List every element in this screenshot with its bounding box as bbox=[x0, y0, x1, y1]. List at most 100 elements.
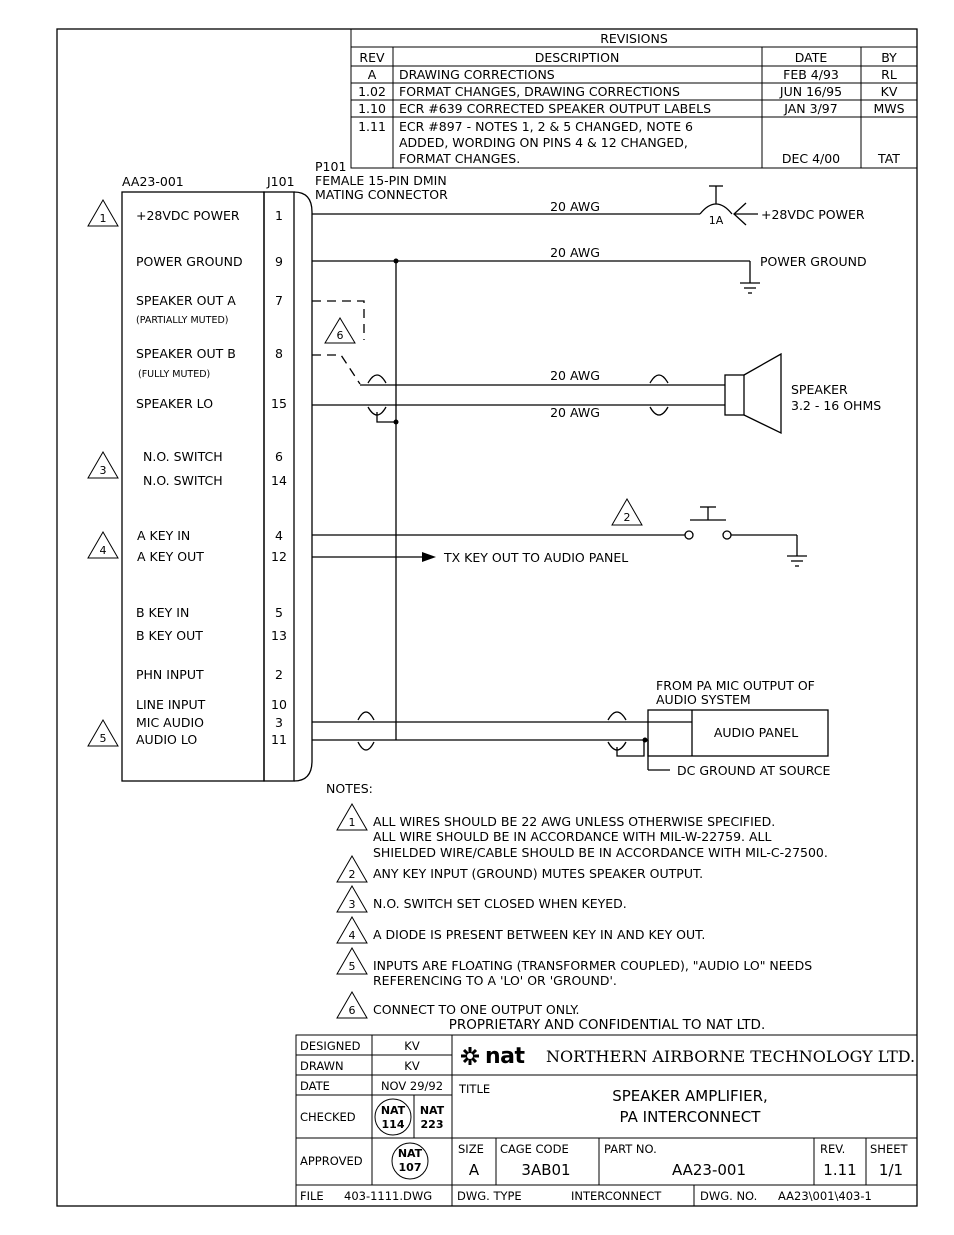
drawn-label: DRAWN bbox=[300, 1059, 344, 1073]
flag-number: 1 bbox=[100, 212, 107, 225]
flag-number: 1 bbox=[349, 816, 356, 829]
rev-value: 1.11 bbox=[823, 1161, 856, 1179]
pin-label: LINE INPUT bbox=[136, 697, 206, 712]
plug-label: P101 FEMALE 15-PIN DMIN MATING CONNECTOR bbox=[315, 159, 448, 202]
flag-number: 6 bbox=[337, 329, 344, 342]
dc-ground-label: DC GROUND AT SOURCE bbox=[677, 763, 831, 778]
pin-labels: +28VDC POWER 1 POWER GROUND 9 SPEAKER OU… bbox=[136, 208, 287, 747]
note-flag-icon bbox=[336, 884, 368, 913]
note-flags: 1 3 4 5 bbox=[87, 198, 119, 747]
notes-section: NOTES: 1 ALL WIRES SHOULD BE 22 AWG UNLE… bbox=[326, 781, 828, 1019]
pin-number: 3 bbox=[275, 715, 283, 730]
designed-label: DESIGNED bbox=[300, 1039, 361, 1053]
rev-date: JAN 3/97 bbox=[783, 101, 837, 116]
shield-icon bbox=[357, 711, 375, 721]
rev-description: DRAWING CORRECTIONS bbox=[399, 67, 555, 82]
note-text: REFERENCING TO A 'LO' OR 'GROUND'. bbox=[373, 973, 617, 988]
rev-date: JUN 16/95 bbox=[779, 84, 842, 99]
approved-label: APPROVED bbox=[300, 1154, 363, 1168]
rev-cell: 1.11 bbox=[358, 119, 386, 134]
nat-logo-text: nat bbox=[485, 1044, 526, 1069]
checked-label: CHECKED bbox=[300, 1110, 356, 1124]
note-text: CONNECT TO ONE OUTPUT ONLY. bbox=[373, 1002, 580, 1017]
inspector-stamp bbox=[374, 1098, 412, 1136]
rev-date: DEC 4/00 bbox=[782, 151, 840, 166]
stamp-text: NAT bbox=[381, 1104, 406, 1117]
note-text: N.O. SWITCH SET CLOSED WHEN KEYED. bbox=[373, 896, 627, 911]
pin-sublabel: (PARTIALLY MUTED) bbox=[136, 315, 228, 326]
rev-label: REV. bbox=[820, 1142, 845, 1156]
size-label: SIZE bbox=[458, 1142, 484, 1156]
rev-date: FEB 4/93 bbox=[783, 67, 839, 82]
rev-by: TAT bbox=[877, 151, 900, 166]
pin-number: 14 bbox=[271, 473, 287, 488]
pin-number: 9 bbox=[275, 254, 283, 269]
pin-label: SPEAKER OUT B bbox=[136, 346, 236, 361]
rev-description: FORMAT CHANGES, DRAWING CORRECTIONS bbox=[399, 84, 680, 99]
pin-label: SPEAKER OUT A bbox=[136, 293, 236, 308]
tx-key-wire: TX KEY OUT TO AUDIO PANEL bbox=[312, 550, 628, 565]
pin-label: A KEY IN bbox=[137, 528, 190, 543]
flag-number: 5 bbox=[349, 960, 356, 973]
ground-wire: 20 AWG POWER GROUND bbox=[312, 245, 867, 740]
wire-gauge: 20 AWG bbox=[550, 405, 600, 420]
dwg-no-value: AA23\001\403-1 bbox=[778, 1189, 872, 1203]
arrow-icon bbox=[422, 552, 436, 562]
pin-label: SPEAKER LO bbox=[136, 396, 213, 411]
fuse-rating: 1A bbox=[709, 214, 724, 227]
sheet-label: SHEET bbox=[870, 1142, 908, 1156]
rev-description: ECR #639 CORRECTED SPEAKER OUTPUT LABELS bbox=[399, 101, 711, 116]
pin-number: 13 bbox=[271, 628, 287, 643]
shield-icon bbox=[607, 711, 627, 721]
pin-number: 6 bbox=[275, 449, 283, 464]
drawn-value: KV bbox=[404, 1059, 420, 1073]
pin-label: AUDIO LO bbox=[136, 732, 197, 747]
title-block: PROPRIETARY AND CONFIDENTIAL TO NAT LTD.… bbox=[295, 1017, 918, 1207]
j101-connector bbox=[263, 191, 295, 782]
fuse-icon bbox=[699, 203, 733, 215]
shield-icon bbox=[649, 374, 669, 384]
flag-number: 3 bbox=[349, 898, 356, 911]
tx-key-label: TX KEY OUT TO AUDIO PANEL bbox=[443, 550, 628, 565]
note-flag-icon bbox=[87, 450, 119, 479]
speaker-output-options: 6 bbox=[312, 300, 365, 385]
date-header: DATE bbox=[795, 50, 828, 65]
unit-block: AA23-001 J101 bbox=[121, 174, 313, 782]
note-flag-icon bbox=[336, 802, 368, 831]
plug-ref: P101 bbox=[315, 159, 346, 174]
note-flag-icon bbox=[87, 530, 119, 559]
pin-number: 7 bbox=[275, 293, 283, 308]
pin-label: B KEY OUT bbox=[136, 628, 203, 643]
note-flag-icon bbox=[336, 854, 368, 883]
pin-number: 12 bbox=[271, 549, 287, 564]
nat-logo-icon bbox=[461, 1047, 479, 1065]
flag-number: 2 bbox=[624, 511, 631, 524]
pin-sublabel: (FULLY MUTED) bbox=[138, 369, 210, 380]
note-flag-icon bbox=[336, 946, 368, 975]
audio-panel-label: AUDIO PANEL bbox=[714, 725, 798, 740]
company-name: NORTHERN AIRBORNE TECHNOLOGY LTD. bbox=[546, 1047, 915, 1066]
drawing-subtitle: PA INTERCONNECT bbox=[620, 1108, 762, 1126]
file-label: FILE bbox=[300, 1189, 324, 1203]
shield-icon bbox=[367, 374, 387, 384]
rev-by: KV bbox=[881, 84, 898, 99]
pin-label: POWER GROUND bbox=[136, 254, 243, 269]
pin-label: A KEY OUT bbox=[137, 549, 204, 564]
note-flag-icon bbox=[87, 718, 119, 747]
ground-destination: POWER GROUND bbox=[760, 254, 867, 269]
by-header: BY bbox=[881, 50, 897, 65]
date-label: DATE bbox=[300, 1079, 330, 1093]
flag-number: 5 bbox=[100, 732, 107, 745]
note-text: INPUTS ARE FLOATING (TRANSFORMER COUPLED… bbox=[373, 958, 812, 973]
audio-source-label: AUDIO SYSTEM bbox=[656, 692, 751, 707]
note-flag-icon bbox=[611, 497, 643, 526]
flag-number: 3 bbox=[100, 464, 107, 477]
connector-ref: J101 bbox=[266, 174, 295, 189]
approval-stamp bbox=[391, 1142, 429, 1180]
pin-number: 15 bbox=[271, 396, 287, 411]
flag-number: 4 bbox=[100, 544, 107, 557]
designed-value: KV bbox=[404, 1039, 420, 1053]
power-wire: 20 AWG 1A +28VDC POWER bbox=[312, 185, 865, 227]
sheet-value: 1/1 bbox=[879, 1161, 903, 1179]
speaker-impedance: 3.2 - 16 OHMS bbox=[791, 398, 881, 413]
